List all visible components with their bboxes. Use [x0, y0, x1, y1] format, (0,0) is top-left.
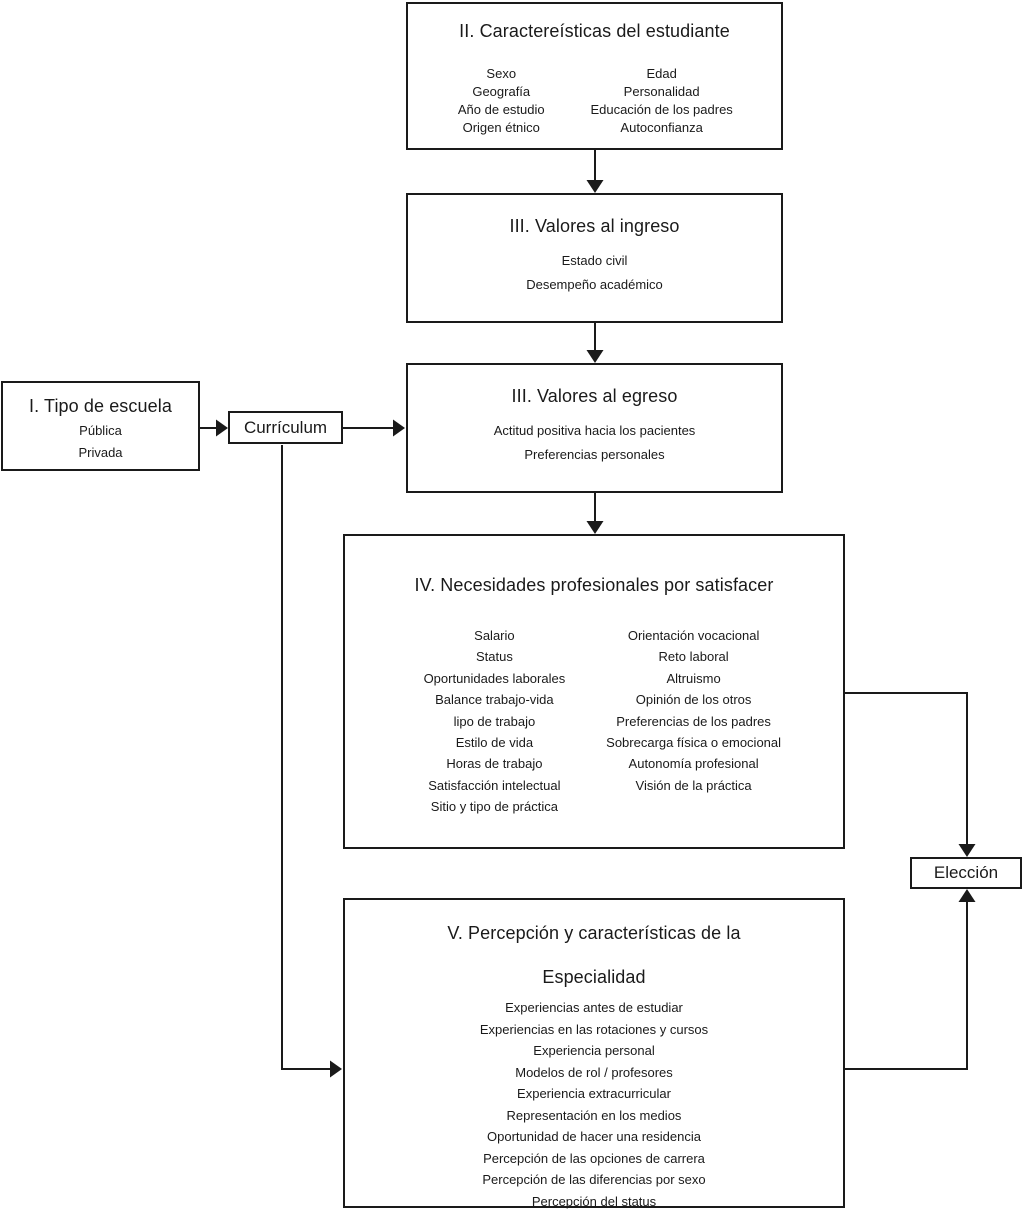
list-item: Orientación vocacional: [627, 628, 760, 643]
list-item: Opinión de los otros: [635, 692, 752, 708]
list-item: Status: [475, 649, 513, 665]
list-item: Experiencias antes de estudiar: [505, 1000, 683, 1015]
list-item: Satisfacción intelectual: [428, 777, 561, 793]
caracteristicas-title: II. Caractereísticas del estudiante: [459, 21, 730, 41]
list-item: Preferencias de los padres: [616, 713, 771, 729]
arrowhead-egreso-to-necesidades: [586, 521, 604, 534]
list-item: Modelos de rol / profesores: [515, 1064, 673, 1080]
list-item: Sexo: [486, 66, 517, 81]
arrowhead-ingreso-to-egreso: [586, 350, 604, 363]
percepcion-title-line1: V. Percepción y características de la: [447, 923, 741, 943]
list-item: Preferencias personales: [524, 447, 665, 462]
list-item: Oportunidades laborales: [423, 670, 566, 686]
list-item: Reto laboral: [658, 649, 729, 665]
list-item: Salario: [474, 628, 515, 643]
list-item: Estilo de vida: [455, 735, 534, 751]
list-item: Personalidad: [623, 84, 700, 99]
list-item: Estado civil: [561, 253, 628, 268]
tipo-escuela-title: I. Tipo de escuela: [29, 396, 172, 416]
line-necesidades-to-eleccion: [845, 692, 968, 845]
arrowhead-curriculum-to-percepcion: [330, 1060, 342, 1078]
list-item: Autoconfianza: [620, 120, 703, 135]
valores-ingreso-title: III. Valores al ingreso: [509, 216, 680, 236]
eleccion-label: Elección: [933, 863, 999, 882]
percepcion-title-line2: Especialidad: [542, 967, 646, 987]
line-percepcion-to-eleccion: [845, 901, 968, 1070]
box-valores-egreso: III. Valores al egreso Actitud positiva …: [406, 363, 783, 493]
list-item: Privada: [78, 445, 123, 460]
list-item: Experiencia personal: [533, 1043, 655, 1058]
list-item: Sitio y tipo de práctica: [430, 799, 558, 815]
list-item: Experiencia extracurricular: [517, 1086, 671, 1101]
list-item: Percepción de las diferencias por sexo: [482, 1172, 706, 1187]
arrowhead-curriculum-to-egreso: [393, 419, 405, 437]
list-item: Balance trabajo-vida: [435, 692, 554, 708]
box-percepcion-especialidad: V. Percepción y características de la Es…: [343, 898, 845, 1209]
list-item: Año de estudio: [457, 102, 545, 117]
list-item: Edad: [646, 66, 677, 81]
list-item: Pública: [79, 423, 122, 438]
arrowhead-percepcion-to-eleccion: [958, 889, 976, 902]
necesidades-title: IV. Necesidades profesionales por satisf…: [414, 575, 774, 595]
list-item: Horas de trabajo: [446, 756, 543, 772]
arrowhead-escuela-to-curriculum: [216, 419, 228, 437]
curriculum-label: Currículum: [243, 417, 328, 437]
list-item: Oportunidad de hacer una residencia: [487, 1129, 701, 1144]
box-curriculum: Currículum: [228, 411, 343, 444]
list-item: Altruismo: [666, 670, 721, 686]
list-item: Actitud positiva hacia los pacientes: [493, 423, 696, 438]
list-item: Sobrecarga física o emocional: [606, 735, 782, 751]
list-item: Origen étnico: [462, 120, 540, 135]
list-item: Experiencias en las rotaciones y cursos: [479, 1021, 709, 1037]
list-item: lipo de trabajo: [453, 713, 536, 729]
list-item: Representación en los medios: [506, 1107, 682, 1123]
box-necesidades-profesionales: IV. Necesidades profesionales por satisf…: [343, 534, 845, 849]
arrowhead-student-to-ingreso: [586, 180, 604, 193]
list-item: Desempeño académico: [526, 277, 663, 292]
list-item: Geografía: [472, 84, 531, 99]
box-eleccion: Elección: [910, 857, 1022, 889]
list-item: Autonomía profesional: [628, 756, 759, 772]
box-caracteristicas-estudiante: II. Caractereísticas del estudiante Sexo…: [406, 2, 783, 150]
list-item: Visión de la práctica: [635, 777, 752, 793]
valores-egreso-title: III. Valores al egreso: [511, 386, 678, 406]
list-item: Educación de los padres: [590, 102, 733, 117]
list-item: Percepción del status: [531, 1193, 657, 1209]
arrowhead-necesidades-to-eleccion: [958, 844, 976, 857]
line-curriculum-to-percepcion: [281, 445, 331, 1070]
list-item: Percepción de las opciones de carrera: [483, 1150, 705, 1166]
